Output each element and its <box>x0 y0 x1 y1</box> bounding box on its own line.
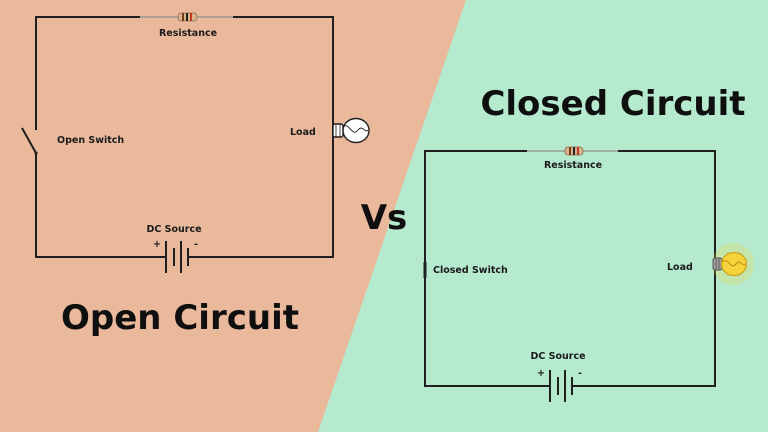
closed-switch-label: Closed Switch <box>433 265 508 276</box>
open-resistance-label: Resistance <box>159 28 217 39</box>
closed-resistor-icon <box>527 146 618 156</box>
open-background <box>0 0 466 432</box>
open-battery-icon <box>165 241 189 273</box>
open-resistor-icon <box>140 12 233 22</box>
open-load-label: Load <box>290 127 316 138</box>
open-circuit-diagram: Resistance Open Switch Load DC Source + … <box>21 12 370 273</box>
closed-source-label: DC Source <box>530 351 585 362</box>
versus-label: Vs <box>361 198 408 238</box>
closed-resistance-label: Resistance <box>544 160 602 171</box>
open-switch-label: Open Switch <box>57 135 124 146</box>
open-source-label: DC Source <box>146 224 201 235</box>
closed-circuit-title: Closed Circuit <box>480 84 745 124</box>
open-wire-left-bottom <box>35 153 166 258</box>
closed-load-label: Load <box>667 262 693 273</box>
open-wire-top-left <box>35 16 140 130</box>
closed-bulb-icon <box>712 243 754 285</box>
closed-plus-label: + <box>537 368 545 379</box>
open-switch-icon <box>21 127 38 155</box>
closed-minus-label: - <box>578 368 582 379</box>
open-plus-label: + <box>153 239 161 250</box>
open-bulb-icon <box>332 117 370 144</box>
open-minus-label: - <box>194 239 198 250</box>
closed-circuit-diagram: Resistance Closed Switch Load DC Source … <box>423 146 754 402</box>
open-circuit-title: Open Circuit <box>61 298 299 338</box>
closed-battery-icon <box>549 370 573 402</box>
